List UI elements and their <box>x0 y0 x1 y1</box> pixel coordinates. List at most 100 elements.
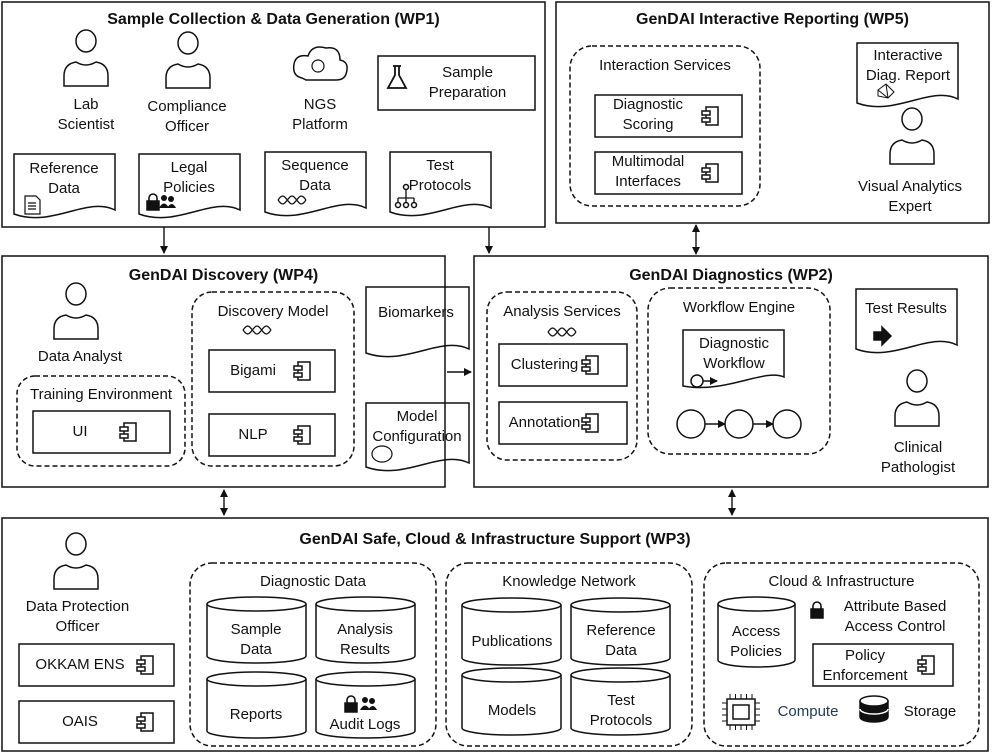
workflow-step-2 <box>724 409 754 439</box>
okkam-ens-uml-tab2 <box>136 666 146 672</box>
bigami-label: Bigami <box>230 362 276 379</box>
audit-logs-label: Audit Logs <box>329 716 401 733</box>
data-protection-officer-label: Data Protection Officer <box>25 598 130 635</box>
test-protocols-store-label: Test Protocols <box>589 692 653 729</box>
reports-store-side <box>206 679 307 739</box>
wp2-box <box>473 255 989 488</box>
legal-lock-icon-shackle <box>148 193 158 201</box>
abac-label: Attribute Based Access Control <box>843 598 947 635</box>
diagnostic-scoring-uml-tab1 <box>701 110 711 116</box>
biomarkers-doc <box>365 286 470 358</box>
multimodal-interfaces-box <box>594 151 743 195</box>
publications-store-top <box>461 597 562 613</box>
protocol-node-right <box>410 201 418 209</box>
discovery-dna-icon-strand-a <box>242 325 272 335</box>
clinical-pathologist-icon-body <box>894 401 940 427</box>
annotation-box <box>498 401 628 445</box>
sample-preparation-label: Sample Preparation <box>428 64 507 101</box>
reference-data-store-label: Reference Data <box>586 622 656 659</box>
abac-lock-icon-shackle <box>812 601 822 609</box>
protocol-node-left <box>394 201 402 209</box>
annotation-label: Annotation <box>508 414 581 431</box>
policy-enforcement-uml-tab2 <box>917 666 927 672</box>
reports-store-top <box>206 671 307 687</box>
compliance-officer-icon-head <box>177 31 199 55</box>
cloud-infrastructure-label: Cloud & Infrastructure <box>768 573 915 590</box>
oais-box <box>18 700 175 744</box>
nlp-label: NLP <box>238 426 268 443</box>
clinical-pathologist-label: Clinical Pathologist <box>880 439 956 476</box>
legal-policies-doc <box>138 153 241 219</box>
oais-label: OAIS <box>62 713 98 730</box>
diagnostic-workflow-label: Diagnostic Workflow <box>698 335 770 372</box>
compute-chip-core <box>732 704 750 720</box>
ui-box <box>32 410 171 454</box>
policy-enforcement-box <box>812 643 954 687</box>
multimodal-interfaces-uml-body <box>705 163 719 183</box>
reference-data-store-side <box>570 605 671 666</box>
legal-lock-icon-body <box>146 200 160 211</box>
workflow-engine-group <box>647 287 831 455</box>
analysis-dna-icon-strand-a <box>547 327 577 337</box>
test-protocols-store-side <box>570 675 671 736</box>
clustering-uml-body <box>585 355 599 375</box>
wp3-title: GenDAI Safe, Cloud & Infrastructure Supp… <box>299 531 691 548</box>
diagnostic-data-label: Diagnostic Data <box>260 573 366 590</box>
models-store-side <box>461 675 562 736</box>
sequence-dna-icon-strand-b <box>277 195 307 205</box>
test-results-doc <box>855 288 958 354</box>
brain-icon <box>371 445 393 463</box>
data-analyst-icon-body <box>53 314 99 340</box>
wp5-box <box>555 1 990 224</box>
discovery-model-label: Discovery Model <box>217 303 329 320</box>
ui-label: UI <box>72 423 88 440</box>
reference-data-store-top <box>570 597 671 613</box>
wp4-title: GenDAI Discovery (WP4) <box>128 267 319 284</box>
diagnostic-scoring-uml-body <box>705 106 719 126</box>
wp2-title: GenDAI Diagnostics (WP2) <box>629 267 833 284</box>
multimodal-interfaces-label: Multimodal Interfaces <box>611 153 685 190</box>
interaction-services-label: Interaction Services <box>599 57 731 74</box>
oais-uml-tab2 <box>136 723 146 729</box>
ngs-gear-icon <box>311 59 325 73</box>
publications-store-side <box>461 605 562 666</box>
annotation-uml-tab2 <box>581 424 591 430</box>
diagnostic-scoring-uml-tab2 <box>701 117 711 123</box>
storage-label: Storage <box>903 703 957 720</box>
storage-icon-body <box>859 701 889 723</box>
reports-label: Reports <box>229 706 283 723</box>
model-config-doc <box>365 402 470 472</box>
sample-data-store-side <box>206 604 307 664</box>
wp3-box <box>1 517 989 752</box>
sequence-dna-icon-strand-a <box>277 195 307 205</box>
ngs-cloud-icon <box>292 46 348 81</box>
nlp-uml-tab2 <box>293 436 303 442</box>
visual-analytics-expert-label: Visual Analytics Expert <box>858 178 962 215</box>
discovery-model-group <box>191 291 355 467</box>
analysis-results-store-top <box>315 596 416 612</box>
ui-uml-body <box>123 422 137 442</box>
result-arrow-icon <box>873 325 893 347</box>
storage-icon-top <box>859 695 889 707</box>
compliance-officer-icon-body <box>165 63 211 89</box>
legal-policies-doc-label: Legal Policies <box>163 159 215 196</box>
analysis-results-label: Analysis Results <box>337 621 393 658</box>
nlp-uml-tab1 <box>293 429 303 435</box>
wp4-box <box>1 255 446 488</box>
document-icon <box>24 195 41 215</box>
ui-uml-tab1 <box>119 426 129 432</box>
wp1-title: Sample Collection & Data Generation (WP1… <box>107 11 440 28</box>
access-policies-store-side <box>717 604 796 668</box>
interaction-services-group <box>569 45 761 207</box>
lab-scientist-icon-head <box>75 29 97 53</box>
okkam-ens-label: OKKAM ENS <box>35 656 125 673</box>
protocol-node-top <box>402 183 410 191</box>
sequence-data-doc <box>264 151 367 217</box>
wp1-box <box>1 1 546 228</box>
protocol-node-mid <box>402 201 410 209</box>
data-analyst-icon-head <box>65 282 87 306</box>
audit-logs-store-side <box>315 679 416 739</box>
visual-analytics-expert-icon-head <box>901 107 923 131</box>
annotation-uml-tab1 <box>581 417 591 423</box>
